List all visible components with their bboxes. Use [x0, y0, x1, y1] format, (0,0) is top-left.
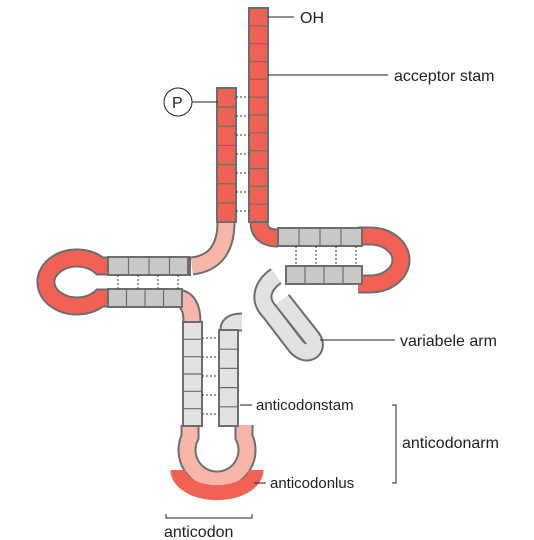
anticodon-arm-label: anticodonarm: [402, 435, 499, 452]
d-stem-top: [108, 257, 190, 275]
acceptor-stem-3prime: [249, 8, 268, 222]
corner-p-d-fill: [192, 222, 226, 266]
d-stem-bottom: [108, 289, 182, 307]
d-loop-fill: [46, 258, 112, 306]
anticodon-loop-label: anticodonlus: [270, 475, 354, 492]
t-stem-bottom: [286, 266, 362, 284]
anticodon-stem-label: anticodonstam: [256, 397, 354, 414]
variable-arm-label: variabele arm: [400, 333, 497, 350]
variable-arm-fill: [263, 276, 314, 352]
corner-anticodon-var-fill: [229, 322, 242, 330]
phosphate-label: P: [172, 95, 183, 112]
anticodon-label: anticodon: [164, 524, 233, 540]
acceptor-stem-5prime: [217, 88, 236, 222]
t-stem-top: [278, 228, 362, 246]
anticodon-stem-left: [183, 322, 202, 426]
t-loop-fill: [358, 236, 401, 284]
anticodon-stem-right: [219, 330, 238, 426]
acceptor-stem-label: acceptor stam: [394, 68, 494, 85]
oh-label: OH: [300, 10, 324, 27]
stems: [108, 8, 362, 426]
